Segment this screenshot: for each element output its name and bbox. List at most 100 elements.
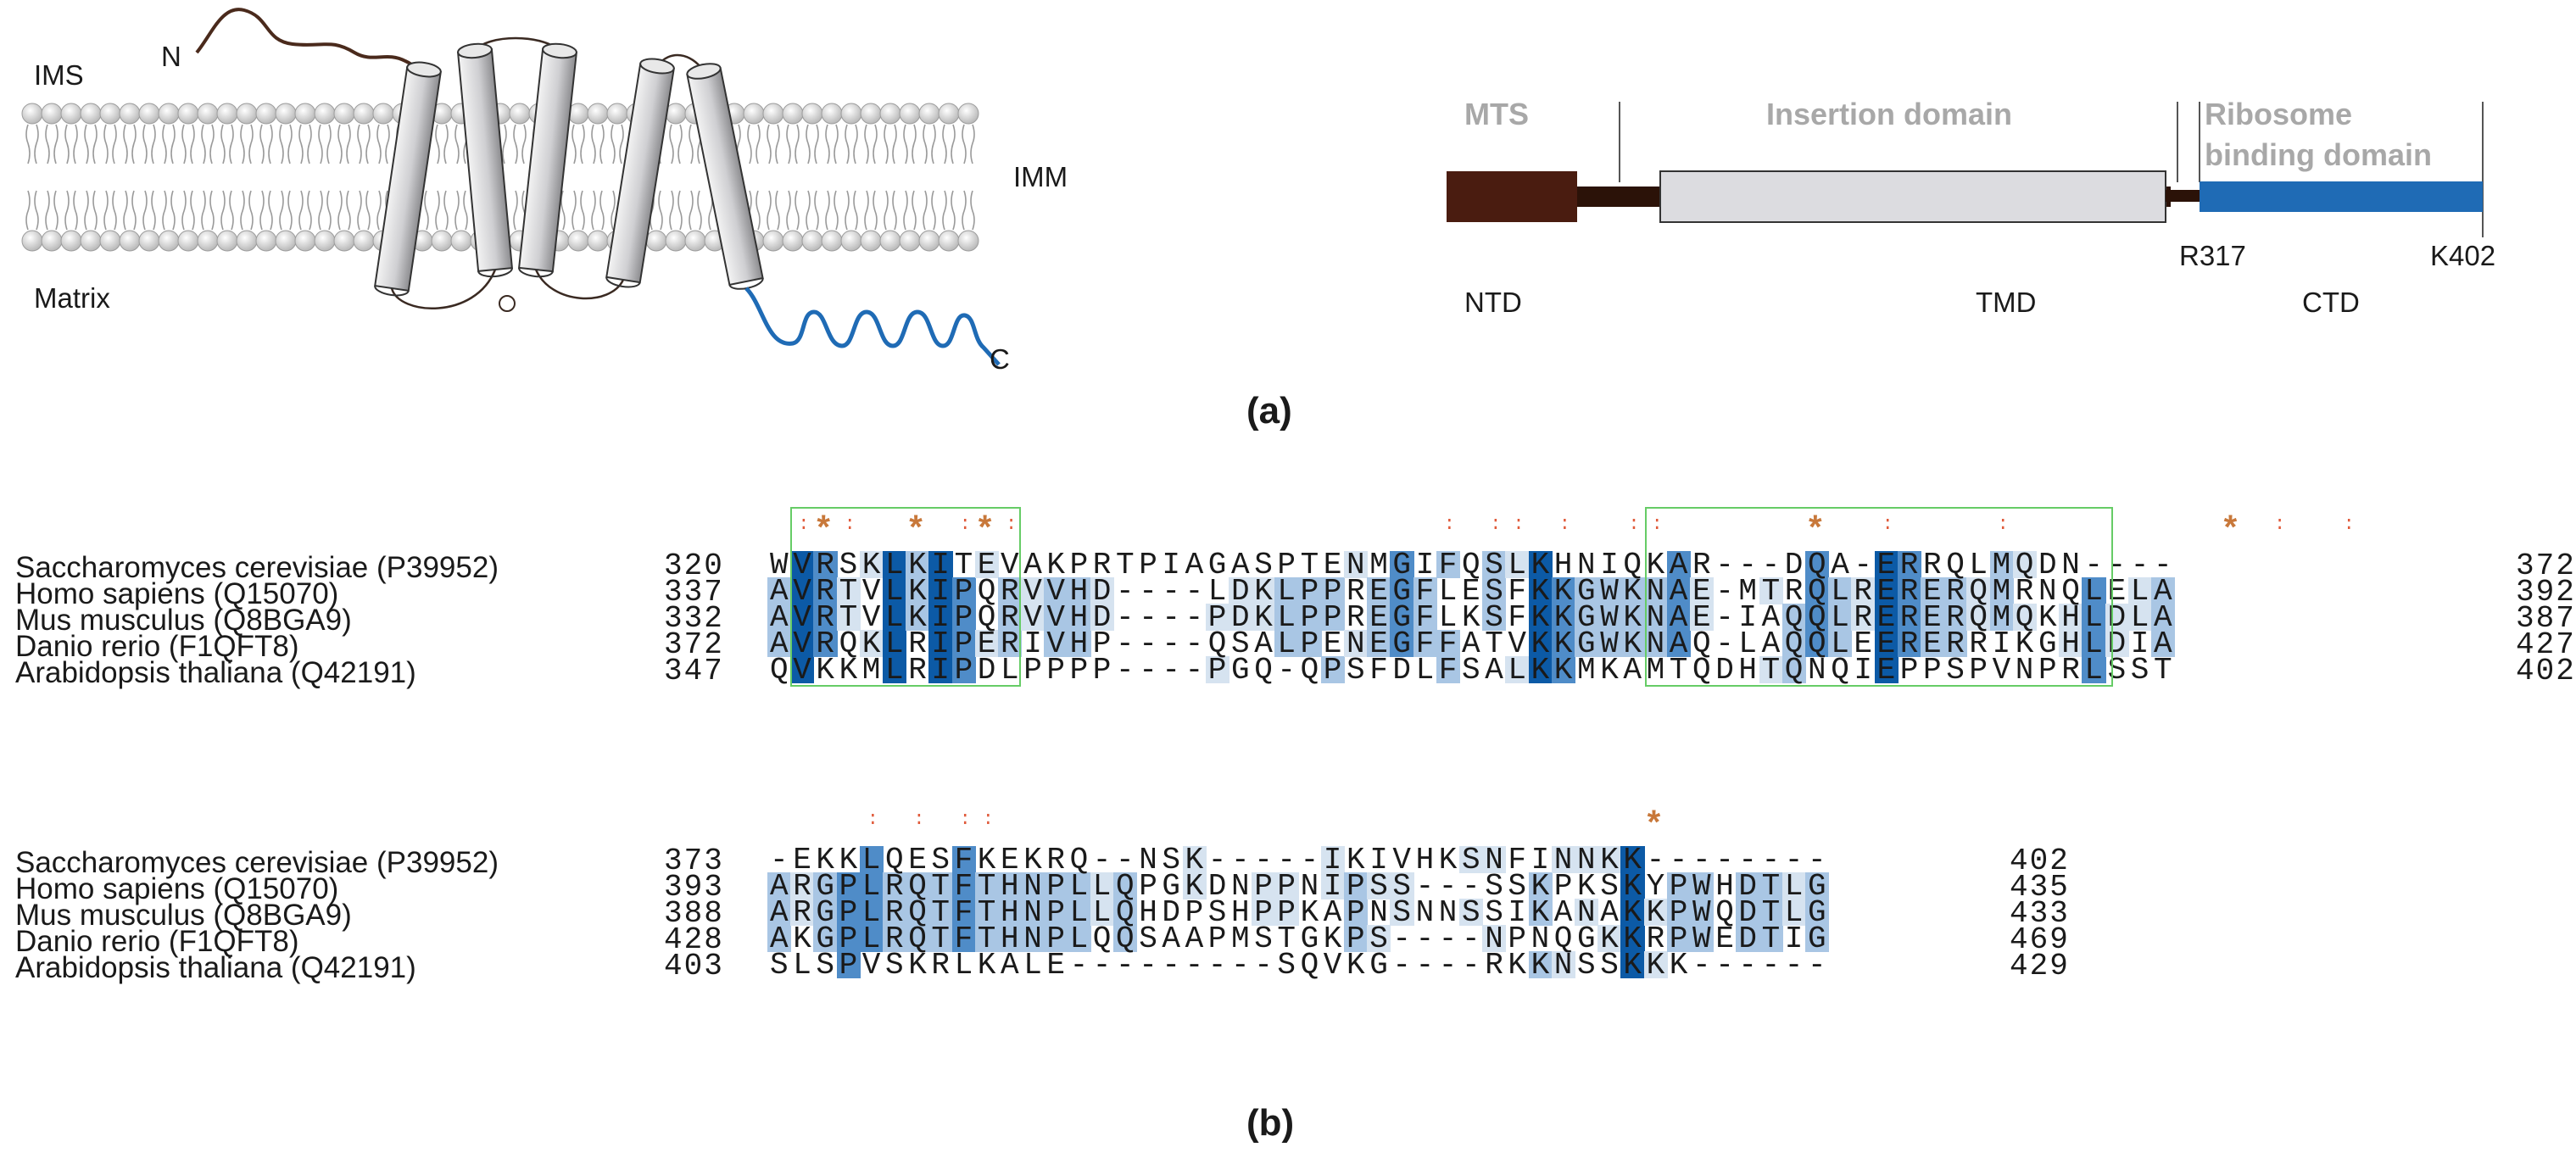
residue: T [931, 895, 950, 930]
residue: S [1600, 948, 1619, 983]
species-label: Mus musculus (Q8BGA9) [15, 899, 352, 932]
start-position: 347 [664, 654, 724, 688]
residue: G [1808, 922, 1826, 956]
residue: G [1808, 869, 1826, 904]
residue: L [1438, 574, 1458, 609]
conservation-shade [1528, 577, 1553, 604]
residue: W [1692, 869, 1711, 904]
conservation-shade [998, 577, 1023, 604]
residue: P [1899, 653, 1919, 688]
residue: L [2084, 600, 2103, 635]
conservation-shade [1943, 630, 1968, 657]
conservation-shade [1759, 899, 1783, 926]
residue: P [839, 869, 858, 904]
residue: Q [1462, 548, 1480, 582]
residue: A [770, 869, 789, 904]
residue: - [1715, 574, 1734, 609]
residue: - [1254, 948, 1273, 983]
conservation-shade [1759, 872, 1783, 899]
residue: R [1854, 600, 1872, 635]
residue: S [885, 948, 904, 983]
conservation-shade [1320, 656, 1345, 683]
residue: P [1300, 626, 1319, 661]
residue: A [1761, 600, 1781, 635]
conservation-shade [1482, 577, 1507, 604]
residue: K [2015, 626, 2034, 661]
residue: P [1207, 922, 1227, 956]
conservation-shade [1690, 604, 1715, 631]
residue: T [977, 922, 996, 956]
residue: T [839, 600, 858, 635]
residue: - [1438, 922, 1458, 956]
conservation-shade [1067, 577, 1091, 604]
residue: F [1415, 600, 1435, 635]
residue: - [1300, 843, 1319, 877]
conservation-shade [2127, 577, 2152, 604]
conservation-shade [1666, 925, 1691, 952]
start-position: 332 [664, 601, 724, 636]
residue: K [1531, 548, 1550, 582]
conservation-shade [974, 899, 999, 926]
conservation-shade [1921, 577, 1945, 604]
conservation-shade [1090, 899, 1114, 926]
residue: I [1738, 600, 1757, 635]
residue: K [861, 626, 881, 661]
conservation-shade [1528, 899, 1553, 926]
conservation-shade [883, 577, 907, 604]
conservation-shade [1620, 951, 1645, 978]
residue: A [1001, 948, 1019, 983]
conservation-shade [2012, 604, 2037, 631]
residue: P [2038, 653, 2057, 688]
residue: I [1531, 843, 1550, 877]
residue: N [2015, 653, 2034, 688]
residue: R [885, 869, 904, 904]
conservation-shade [1482, 604, 1507, 631]
residue: N [1577, 843, 1596, 877]
conservation-shade [1090, 604, 1114, 631]
c-terminus-label: C [990, 343, 1010, 375]
residue: K [1600, 653, 1619, 688]
residue: - [2130, 548, 2149, 582]
residue: - [1415, 922, 1435, 956]
conservation-shade [2151, 604, 2176, 631]
conservation-shade [951, 872, 976, 899]
residue: I [2130, 626, 2149, 661]
residue: G [1577, 626, 1596, 661]
conservation-shade [859, 925, 884, 952]
residue: Q [1831, 653, 1849, 688]
residue: R [1899, 548, 1919, 582]
residue: E [1876, 548, 1896, 582]
residue: - [1139, 600, 1157, 635]
conservation-shade [1620, 577, 1645, 604]
residue: F [1508, 574, 1526, 609]
conservation-shade [1666, 577, 1691, 604]
residue: A [1831, 548, 1849, 582]
residue: T [931, 869, 950, 904]
residue: K [1531, 626, 1550, 661]
identity-star-marker: * [1809, 509, 1822, 546]
residue: L [885, 626, 904, 661]
residue: L [1508, 653, 1526, 688]
start-position: 373 [664, 844, 724, 878]
residue: R [908, 653, 927, 688]
residue: L [2084, 653, 2103, 688]
residue: F [1508, 843, 1526, 877]
residue: T [2154, 653, 2172, 688]
residue: - [1277, 843, 1296, 877]
residue: L [1508, 548, 1526, 582]
conservation-shade [1805, 872, 1830, 899]
residue: K [1600, 922, 1619, 956]
residue: H [1001, 869, 1019, 904]
conservation-shade [906, 925, 930, 952]
residue: Q [908, 869, 927, 904]
end-position: 433 [2010, 896, 2070, 931]
conservation-shade [1252, 899, 1276, 926]
residue: Q [1784, 626, 1804, 661]
residue: A [2154, 574, 2172, 609]
end-position: 387 [2516, 601, 2576, 636]
conservation-shade [1805, 577, 1830, 604]
residue: N [1023, 895, 1042, 930]
residue: H [1069, 600, 1089, 635]
conservation-shade [1274, 899, 1299, 926]
residue: F [954, 922, 973, 956]
